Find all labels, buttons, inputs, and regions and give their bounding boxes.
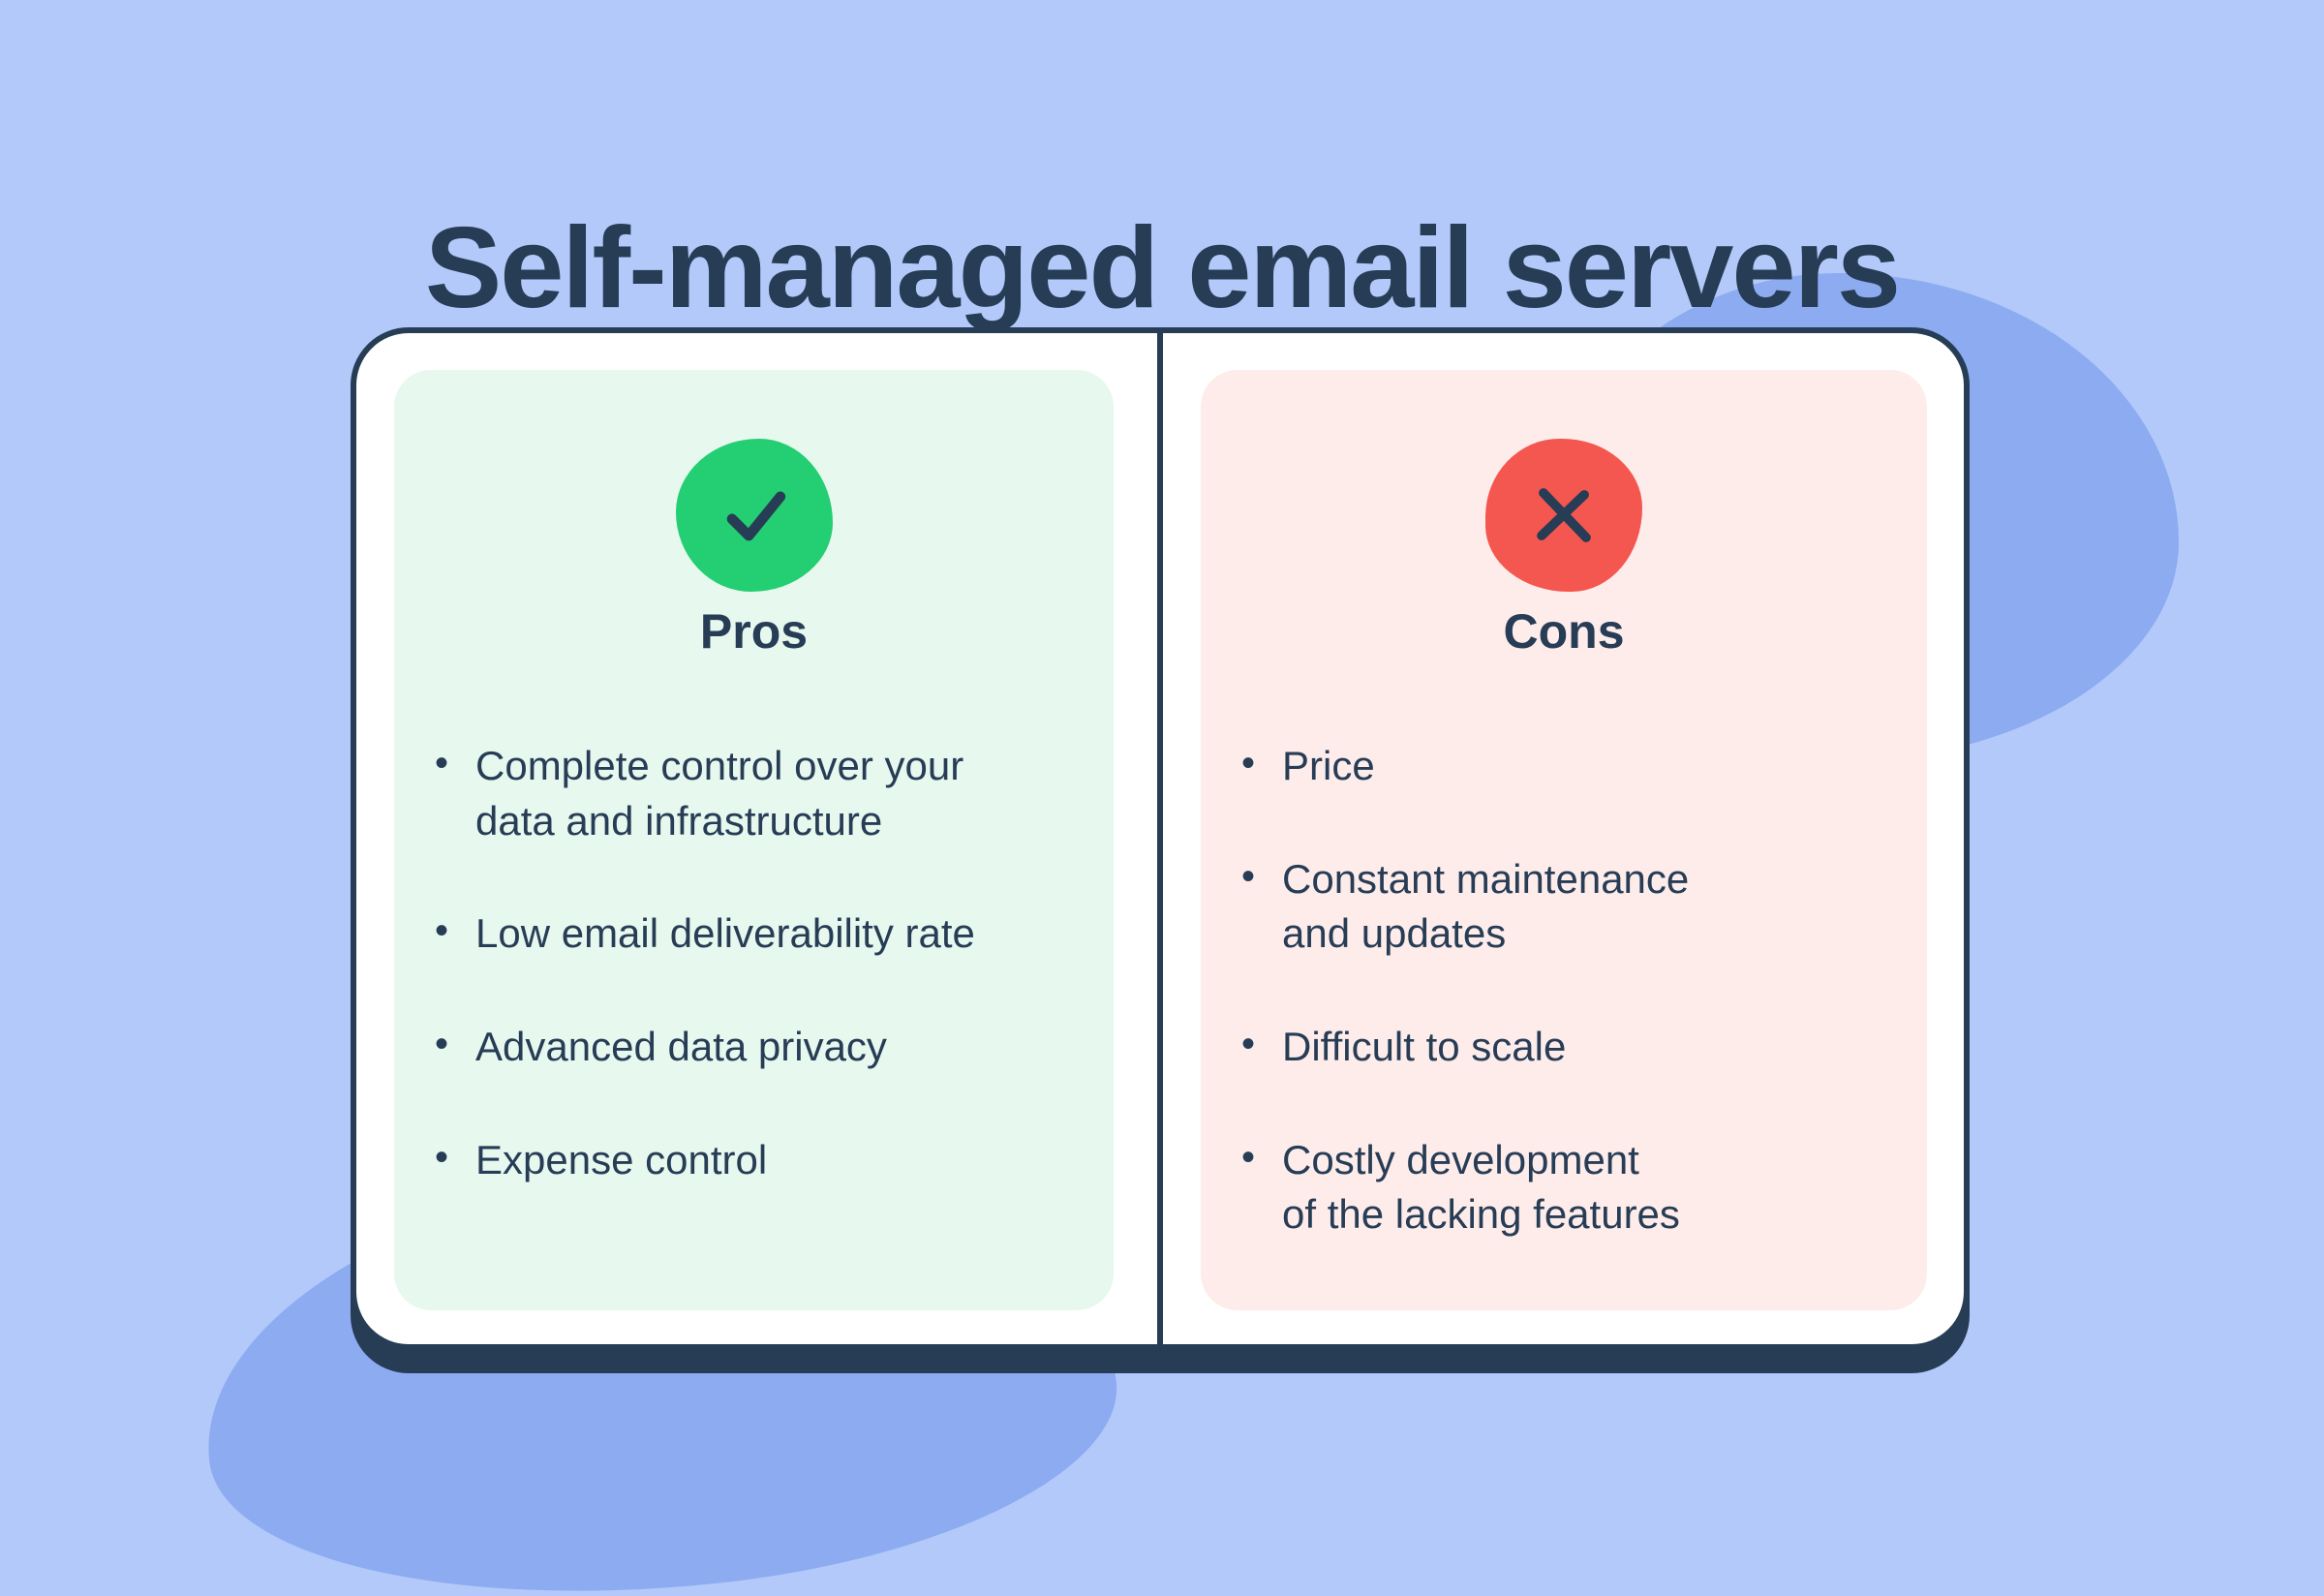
cons-list-item: Price bbox=[1239, 737, 1898, 794]
card-divider bbox=[1157, 333, 1163, 1344]
cons-heading: Cons bbox=[1503, 604, 1625, 659]
cons-list-item: Costly development of the lacking featur… bbox=[1239, 1131, 1898, 1243]
check-icon bbox=[675, 439, 833, 592]
cons-list: Price Constant maintenance and updates D… bbox=[1201, 737, 1927, 1301]
comparison-card: Pros Complete control over your data and… bbox=[351, 327, 1970, 1350]
x-icon bbox=[1485, 439, 1642, 592]
pros-list: Complete control over your data and infr… bbox=[394, 737, 1114, 1245]
pros-panel: Pros Complete control over your data and… bbox=[394, 370, 1114, 1310]
pros-list-item: Advanced data privacy bbox=[433, 1018, 1085, 1075]
page-title: Self-managed email servers bbox=[424, 202, 1901, 332]
cons-panel: Cons Price Constant maintenance and upda… bbox=[1201, 370, 1927, 1310]
cons-list-item: Difficult to scale bbox=[1239, 1018, 1898, 1075]
cons-list-item: Constant maintenance and updates bbox=[1239, 850, 1898, 962]
pros-list-item: Complete control over your data and infr… bbox=[433, 737, 1085, 848]
pros-heading: Pros bbox=[699, 604, 809, 659]
pros-list-item: Low email deliverability rate bbox=[433, 905, 1085, 962]
pros-list-item: Expense control bbox=[433, 1131, 1085, 1188]
